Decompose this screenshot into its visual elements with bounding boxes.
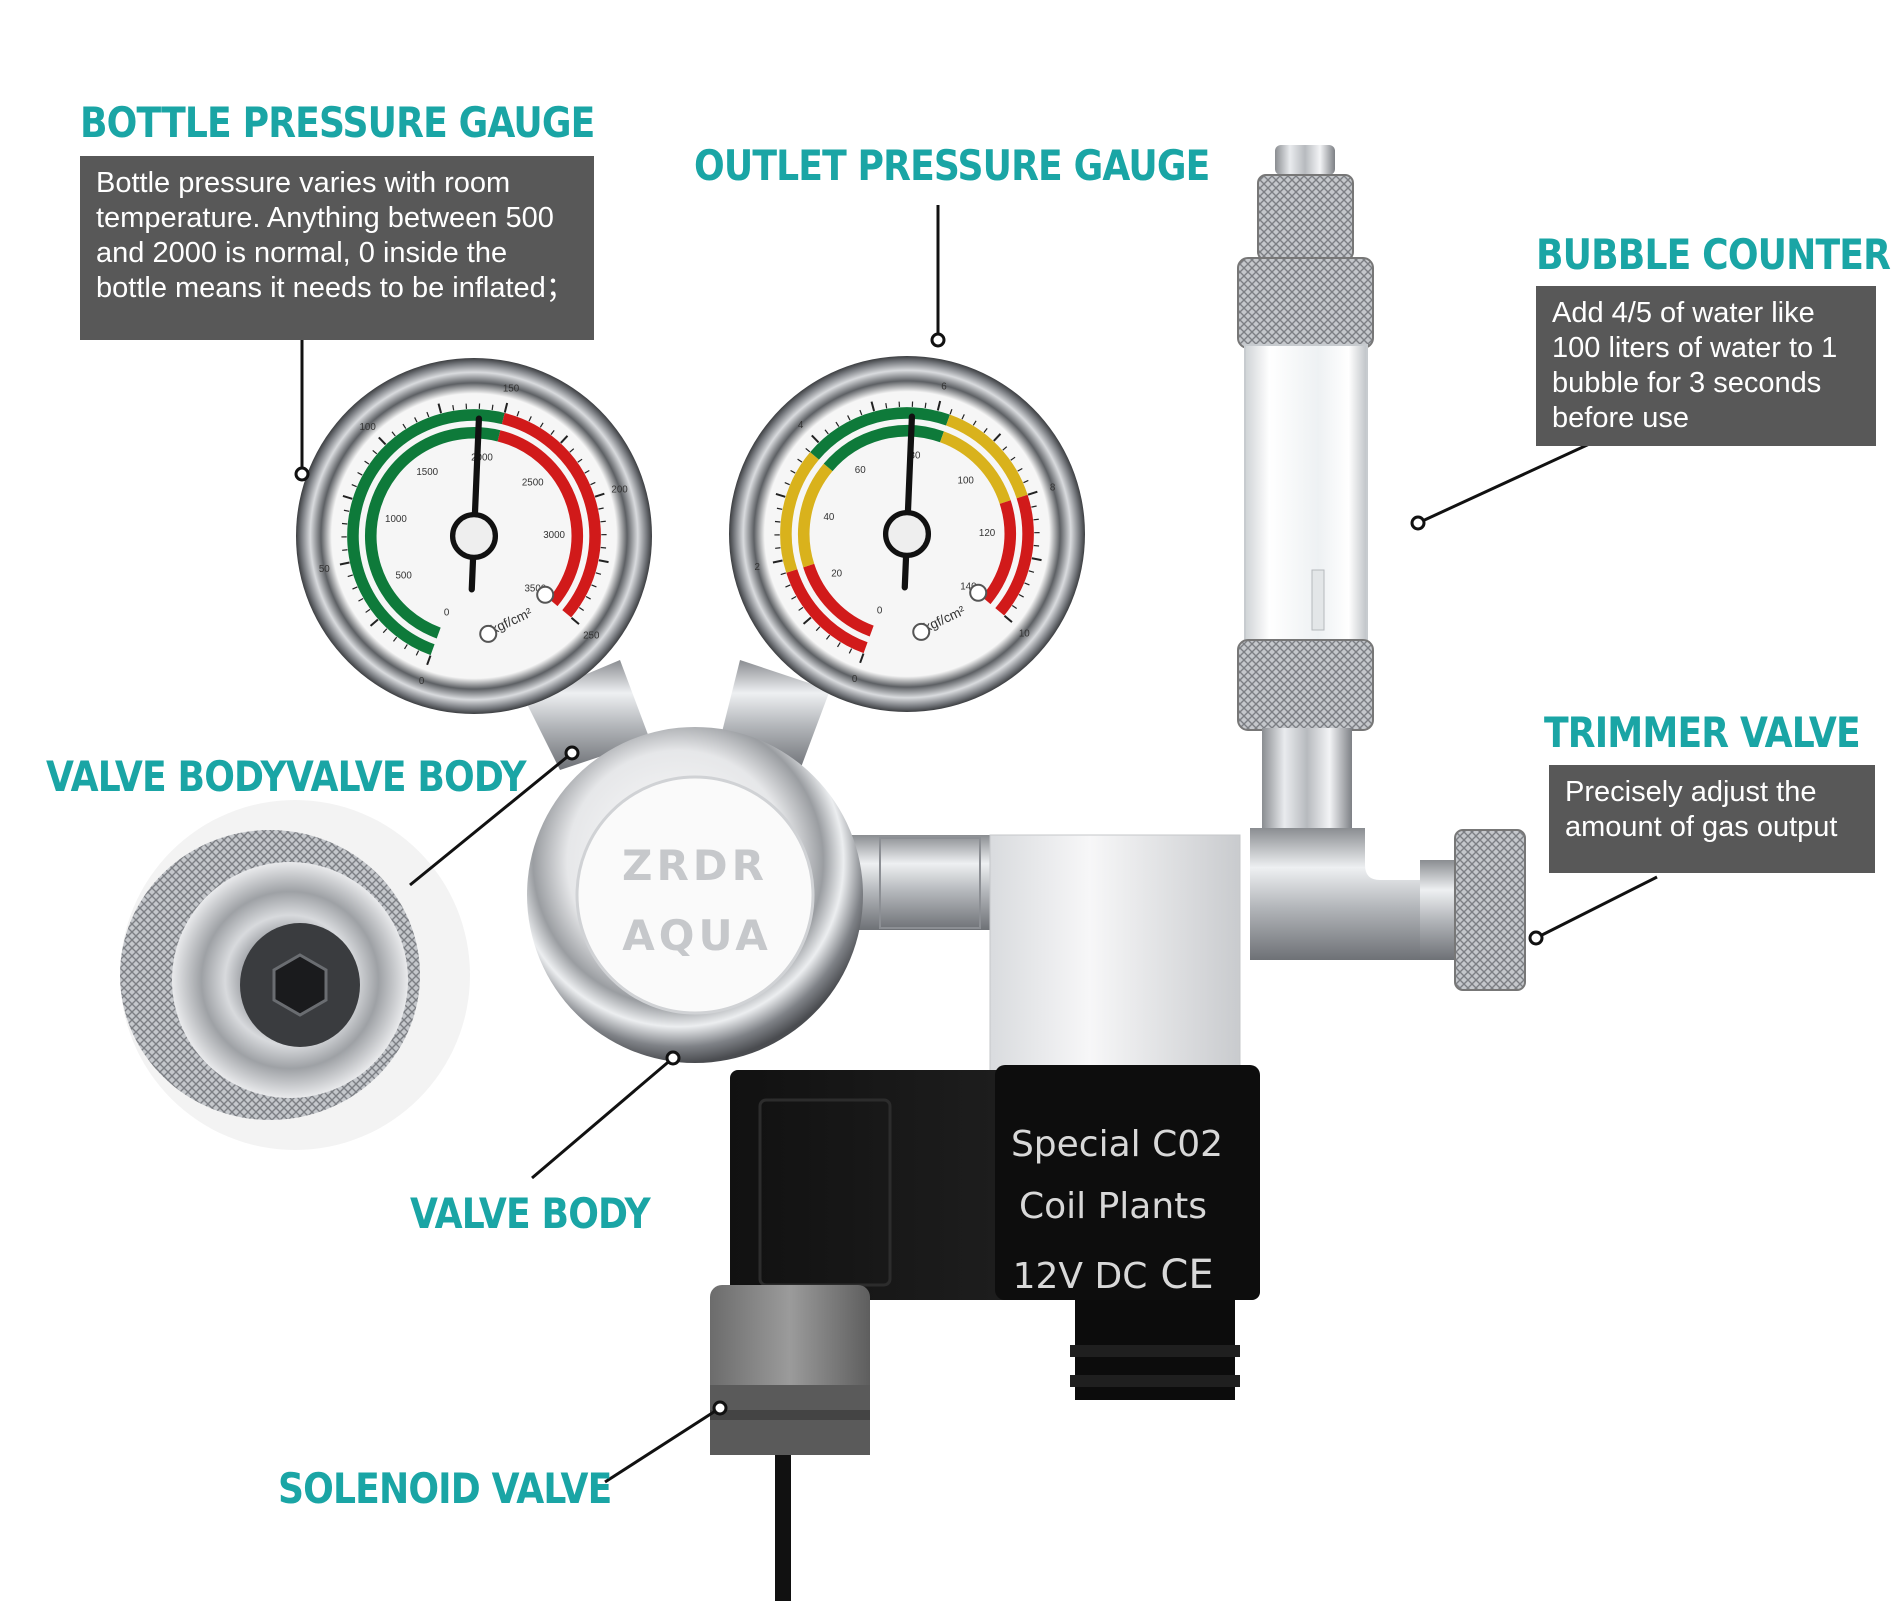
bottle-gauge-band-1 — [497, 430, 583, 607]
outlet-gauge-inner-tick-label: 40 — [823, 512, 834, 523]
outlet-gauge-inner-tick-label: 60 — [855, 465, 866, 476]
outlet-gauge-band-1 — [780, 452, 820, 573]
power-cable — [775, 1455, 791, 1601]
valve-body-inset — [120, 800, 470, 1150]
outlet-gauge-outer-tick-label: 0 — [852, 674, 858, 685]
trimmer-valve-title: TRIMMER VALVE — [1544, 708, 1861, 757]
outlet-gauge-band-2 — [810, 407, 950, 460]
outlet-gauge-band-0 — [803, 563, 874, 637]
valve-body-lower-title: VALVE BODY — [410, 1189, 651, 1238]
coil-line-1: Special C02 — [1011, 1124, 1223, 1165]
outlet-gauge-outer-tick-label: 4 — [798, 420, 804, 431]
bubble-counter-assembly — [1237, 145, 1374, 828]
outlet-gauge-outer-tick-label: 2 — [755, 562, 760, 573]
bottle-gauge-inner-tick-label: 3000 — [543, 530, 565, 541]
bottle-gauge-inner-tick-label: 0 — [444, 607, 450, 618]
outlet-gauge-needle — [901, 413, 916, 591]
outlet-gauge-inner-tick-label: 80 — [910, 450, 921, 461]
outlet-gauge-outer-tick-label: 6 — [941, 381, 947, 392]
trimmer-valve-description: Precisely adjust the amount of gas outpu… — [1549, 765, 1875, 873]
ce-mark: CE — [1160, 1252, 1213, 1298]
outlet-gauge-inner-tick-label: 140 — [960, 581, 977, 592]
bottle-gauge-inner-tick-label: 500 — [395, 570, 412, 581]
bubble-counter-leader — [1417, 438, 1599, 525]
outlet-gauge-band-3 — [939, 431, 1011, 505]
bottle-gauge-inner-tick-label: 1000 — [385, 514, 407, 525]
valve-body-upper-title: VALVE BODYVALVE BODY — [46, 752, 527, 801]
outlet-gauge-band-0 — [786, 569, 868, 654]
outlet-gauge-band-1 — [797, 463, 833, 568]
outlet-gauge-band-4 — [995, 494, 1034, 616]
outlet-gauge-band-3 — [945, 414, 1028, 499]
brand-line-2: AQUA — [622, 911, 772, 960]
bottle-gauge-band-0 — [365, 426, 501, 639]
outlet-gauge-band-4 — [981, 500, 1017, 605]
valve-body-lower-leader — [531, 1056, 674, 1180]
outlet-gauge-inner-tick-label: 100 — [958, 476, 975, 487]
bottle-gauge-outer-tick-label: 100 — [359, 422, 376, 433]
bubble-counter-title: BUBBLE COUNTER — [1536, 230, 1891, 279]
bottle-gauge-outer-tick-label: 200 — [611, 485, 628, 496]
outlet-gauge-inner-tick-label: 0 — [877, 605, 883, 616]
outlet-gauge-inner-tick-label: 120 — [979, 528, 996, 539]
solenoid-connector — [710, 1285, 870, 1455]
bottle-gauge-title: BOTTLE PRESSURE GAUGE — [80, 98, 595, 147]
bottle-gauge-outer-tick-label: 0 — [419, 676, 425, 687]
outlet-gauge-outer-tick-label: 10 — [1019, 628, 1030, 639]
outlet-gauge-band-2 — [823, 425, 944, 472]
bottle-gauge-inner-tick-label: 1500 — [416, 467, 438, 478]
bottle-gauge-needle — [468, 415, 483, 593]
coil-line-2: Coil Plants — [1019, 1186, 1207, 1227]
coil-line-3: 12V DC — [1013, 1256, 1148, 1297]
bottle-gauge-inner-tick-label: 2000 — [471, 452, 493, 463]
bottle-gauge-outer-tick-label: 250 — [583, 630, 600, 641]
solenoid-valve-leader — [604, 1406, 721, 1484]
trimmer-valve-leader — [1535, 875, 1658, 940]
outlet-gauge-title: OUTLET PRESSURE GAUGE — [694, 141, 1210, 190]
brand-line-1: ZRDR — [622, 841, 768, 890]
bottle-gauge-outer-tick-label: 150 — [503, 383, 520, 394]
bottle-gauge-band-1 — [501, 412, 601, 618]
bottle-gauge-outer-tick-label: 50 — [319, 564, 330, 575]
bottle-gauge-inner-tick-label: 2500 — [522, 478, 544, 489]
bottle-pressure-gauge: 0501001502002500500100015002000250030003… — [296, 358, 652, 714]
solenoid-coil — [730, 1065, 1260, 1400]
outlet-gauge-outer-tick-label: 8 — [1050, 483, 1056, 494]
valve-body-upper-leader — [409, 751, 573, 887]
bottle-gauge-description: Bottle pressure varies with room tempera… — [80, 156, 594, 340]
bottle-gauge-inner-tick-label: 3500 — [524, 583, 546, 594]
manifold-block — [989, 834, 1241, 1076]
bubble-counter-description: Add 4/5 of water like 100 liters of wate… — [1536, 286, 1876, 446]
outlet-gauge-inner-tick-label: 20 — [831, 568, 842, 579]
solenoid-valve-title: SOLENOID VALVE — [278, 1464, 612, 1513]
trimmer-assembly — [1250, 828, 1526, 991]
bottle-gauge-band-0 — [347, 409, 505, 656]
